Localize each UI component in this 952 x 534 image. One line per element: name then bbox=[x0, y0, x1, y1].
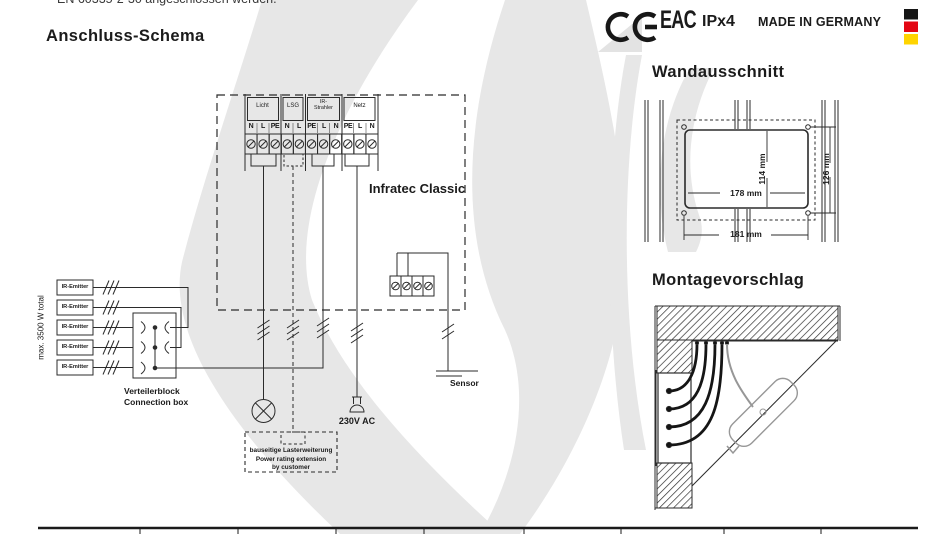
ip-rating-label: IPx4 bbox=[702, 13, 735, 30]
eac-mark: EAC bbox=[660, 6, 697, 34]
dim-inner-width: 178 mm bbox=[730, 188, 762, 198]
intro-text-clipped: EN 60335-2-30 angeschlossen werden. bbox=[57, 0, 277, 6]
german-flag-icon bbox=[904, 9, 918, 45]
terminal-label: L bbox=[297, 122, 301, 130]
group-label-lsg: LSG bbox=[286, 103, 299, 109]
connection-box-symbol bbox=[132, 312, 177, 379]
mounting-suggestion-drawing bbox=[654, 305, 841, 510]
made-in-germany-label: MADE IN GERMANY bbox=[758, 15, 882, 29]
wiring-diagram bbox=[56, 94, 478, 473]
dim-outer-width: 181 mm bbox=[730, 229, 762, 239]
control-unit bbox=[657, 372, 692, 464]
lamp-symbol bbox=[251, 399, 276, 423]
extension-line-2: Power rating extension bbox=[255, 455, 327, 463]
terminal-label: N bbox=[248, 122, 254, 130]
device-boundary-dashed bbox=[216, 94, 466, 311]
heater-outline bbox=[726, 343, 799, 455]
terminal-label: L bbox=[261, 122, 265, 130]
terminal-label: PE bbox=[343, 122, 353, 130]
terminal-label: PE bbox=[270, 122, 280, 130]
ir-emitter-label: IR-Emitter bbox=[61, 364, 89, 370]
extension-line-3: by customer bbox=[271, 464, 310, 472]
swoosh-center bbox=[472, 0, 626, 534]
device-label: Infratec Classic bbox=[369, 181, 466, 196]
extension-box-label: bauseitige Lasterweiterung Power rating … bbox=[243, 447, 339, 473]
connection-box-label-de: Verteilerblock bbox=[124, 386, 180, 396]
mounting-title: Montagevorschlag bbox=[652, 271, 805, 289]
mains-label: 230V AC bbox=[338, 416, 376, 426]
schema-title: Anschluss-Schema bbox=[46, 27, 205, 45]
sensor-label: Sensor bbox=[450, 378, 479, 388]
ir-emitter-label: IR-Emitter bbox=[61, 304, 89, 310]
cutout-title: Wandausschnitt bbox=[652, 63, 785, 81]
bottom-table-rule bbox=[38, 526, 918, 534]
connection-box-label-en: Connection box bbox=[124, 397, 189, 408]
group-label-netz: Netz bbox=[353, 103, 366, 109]
swoosh-badge-corner bbox=[598, 16, 642, 52]
terminal-label: L bbox=[358, 122, 362, 130]
cables bbox=[667, 342, 724, 447]
terminal-label: PE bbox=[307, 122, 316, 130]
ir-emitter-label: IR-Emitter bbox=[61, 324, 89, 330]
ir-emitter-label: IR-Emitter bbox=[61, 344, 89, 350]
swoosh-right-top bbox=[659, 68, 714, 252]
wall-cutout-drawing bbox=[644, 100, 839, 242]
swoosh-right-strip bbox=[609, 55, 646, 450]
terminal-label: L bbox=[322, 122, 326, 130]
terminal-label: N bbox=[284, 122, 290, 130]
max-load-label: max. 3500 W total bbox=[36, 295, 46, 360]
group-label-ir-strahler: IR-Strahler bbox=[314, 99, 333, 112]
ce-mark-icon bbox=[605, 11, 657, 43]
ir-emitter-label: IR-Emitter bbox=[61, 284, 89, 290]
terminal-label: N bbox=[333, 122, 339, 130]
dim-inner-height: 114 mm bbox=[757, 153, 767, 185]
group-label-licht: Licht bbox=[256, 103, 269, 109]
extension-line-1: bauseitige Lasterweiterung bbox=[249, 447, 333, 454]
mains-plug-symbol bbox=[349, 396, 365, 413]
terminal-label: N bbox=[369, 122, 375, 130]
connection-box-label: Verteilerblock Connection box bbox=[124, 386, 188, 408]
dim-outer-height: 126 mm bbox=[821, 153, 831, 185]
